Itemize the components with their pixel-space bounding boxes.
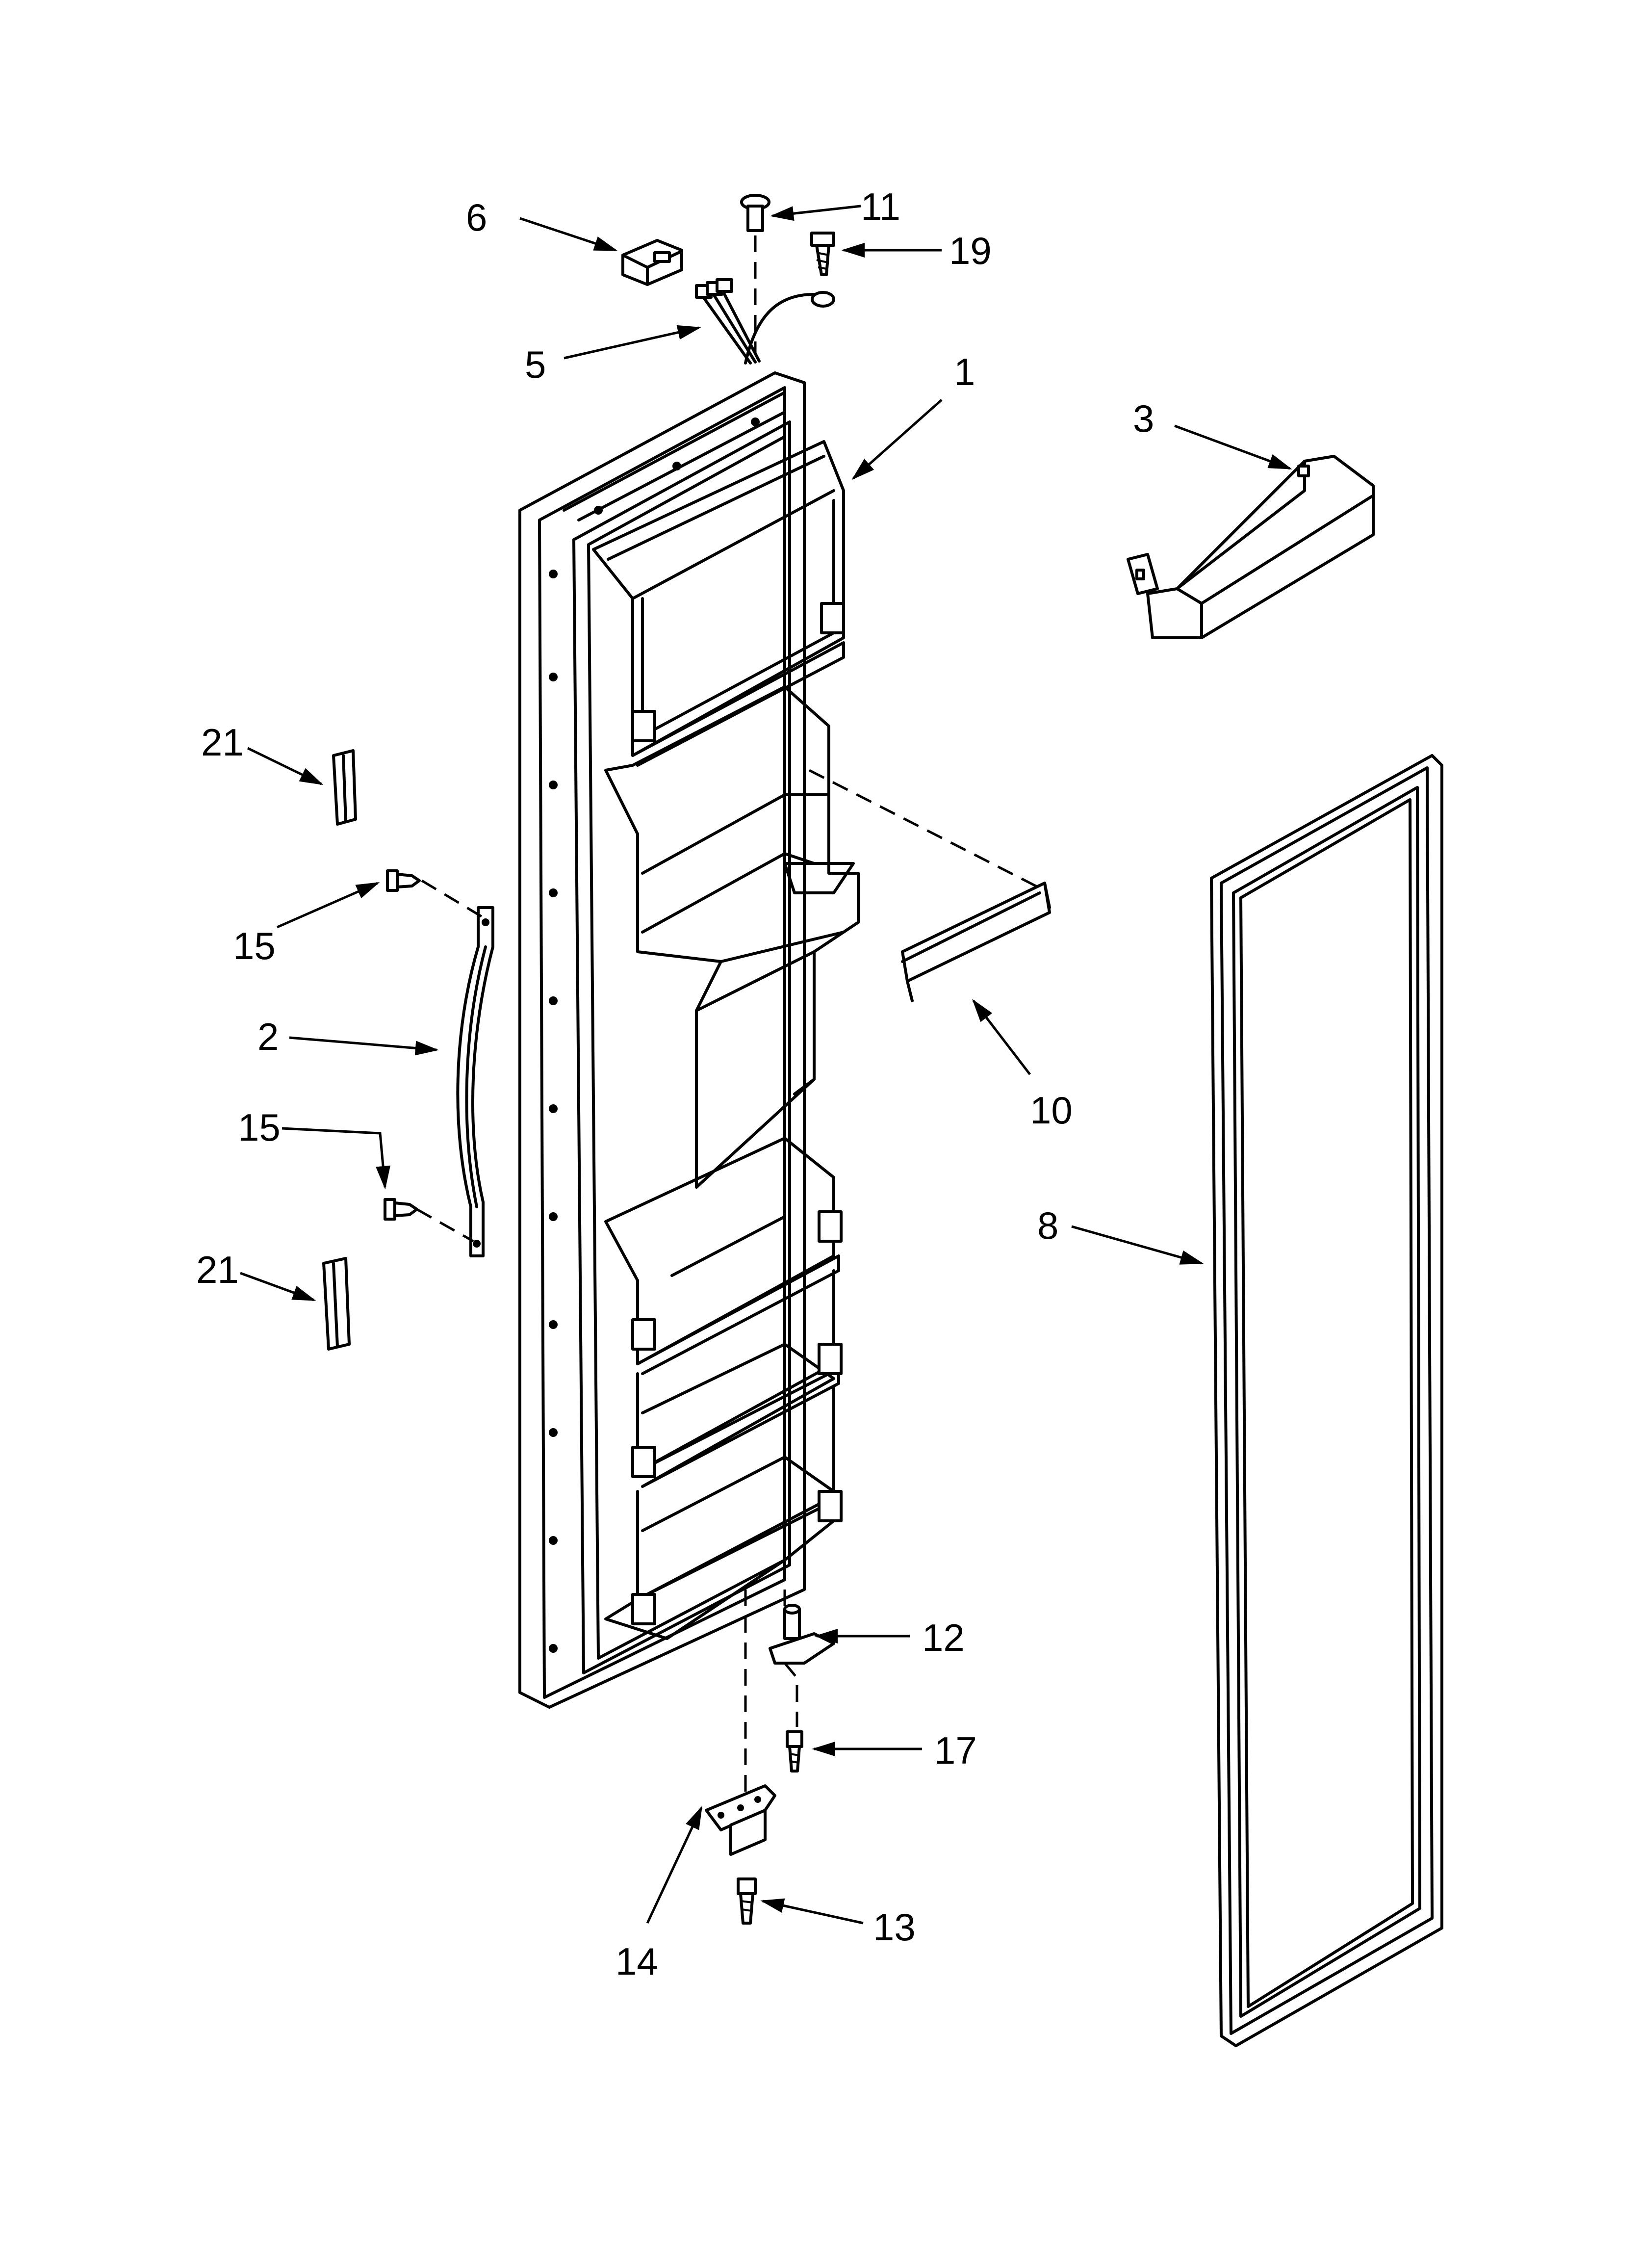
callout-21-lower: 21 — [196, 1248, 239, 1291]
door-assembly-part-1 — [518, 371, 860, 1709]
callout-2: 2 — [257, 1015, 279, 1058]
screw-part-19 — [810, 232, 835, 276]
trim-strip-part-10 — [901, 882, 1051, 1002]
callout-5: 5 — [525, 343, 546, 386]
wire-harness-part-5 — [695, 278, 835, 365]
callout-3: 3 — [1133, 397, 1154, 440]
callout-11: 11 — [861, 185, 900, 228]
connector-part-6 — [621, 239, 683, 286]
callout-8: 8 — [1037, 1204, 1058, 1247]
screw-part-15-upper — [386, 869, 421, 892]
callout-6: 6 — [466, 196, 487, 239]
handle-part-2 — [456, 906, 494, 1257]
hinge-part-14 — [705, 1784, 776, 1856]
callout-10: 10 — [1030, 1089, 1073, 1132]
callout-labels: 6 11 19 5 1 3 21 15 2 15 21 10 8 12 17 1… — [196, 185, 1154, 1983]
clip-part-21-lower — [322, 1257, 351, 1351]
callout-21-upper: 21 — [201, 721, 244, 764]
callout-1: 1 — [954, 350, 975, 393]
gasket-part-8 — [1210, 754, 1443, 2047]
screw-part-17 — [786, 1730, 803, 1773]
assembly-dashed-lines — [416, 235, 1041, 1796]
callout-15-upper: 15 — [233, 924, 276, 967]
leader-lines — [240, 205, 1292, 1925]
callout-19: 19 — [949, 229, 992, 272]
hinge-pin-part-12 — [769, 1604, 835, 1665]
callout-13: 13 — [873, 1905, 916, 1949]
rail-screw-holes — [549, 417, 760, 1653]
plug-part-11 — [740, 194, 770, 232]
callout-17: 17 — [934, 1729, 977, 1772]
callout-15-lower: 15 — [238, 1106, 281, 1149]
callout-14: 14 — [616, 1940, 658, 1983]
clip-part-21-upper — [332, 749, 357, 826]
callout-12: 12 — [922, 1616, 965, 1659]
bracket-part-3 — [1127, 455, 1375, 639]
screw-part-13 — [737, 1877, 757, 1925]
screw-part-15-lower — [384, 1198, 418, 1221]
